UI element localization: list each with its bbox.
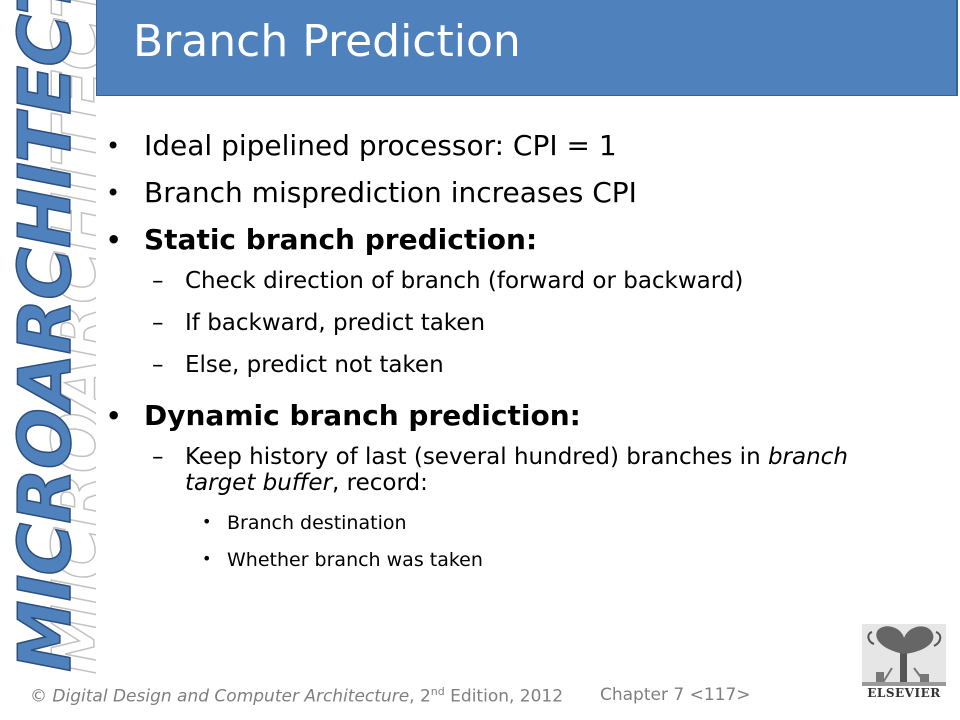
edition-suffix: nd: [430, 685, 445, 698]
bullet-text: Dynamic branch prediction:: [144, 399, 581, 432]
sub-bullet-item: – If backward, predict taken: [104, 310, 904, 336]
dash-icon: –: [152, 444, 164, 470]
sub-bullet-item: – Keep history of last (several hundred)…: [104, 444, 904, 496]
footer-citation: © Digital Design and Computer Architectu…: [30, 685, 563, 707]
dash-icon: –: [152, 268, 164, 294]
small-dot-icon: •: [202, 512, 212, 531]
copyright-symbol: ©: [30, 686, 47, 707]
book-title: Digital Design and Computer Architecture: [52, 686, 410, 707]
sub-bullet-text-b: , record:: [332, 470, 428, 496]
bullet-item: • Branch misprediction increases CPI: [104, 175, 904, 211]
sub-bullet-text: If backward, predict taken: [185, 310, 486, 336]
sub-sub-bullet-text: Whether branch was taken: [227, 549, 483, 571]
bullet-item-dynamic-prediction: • Dynamic branch prediction:: [104, 398, 904, 434]
sub-bullet-item: – Else, predict not taken: [104, 352, 904, 378]
small-dot-icon: •: [202, 549, 212, 568]
sub-bullet-text-a: Keep history of last (several hundred) b…: [185, 444, 761, 470]
edition-number: , 2: [409, 686, 431, 707]
dash-icon: –: [152, 310, 164, 336]
bullet-dot-icon: •: [106, 132, 121, 160]
sub-sub-bullet-item: • Branch destination: [104, 512, 904, 534]
sub-bullet-italic: branch target buffer: [185, 444, 848, 496]
bullet-item: • Ideal pipelined processor: CPI = 1: [104, 128, 904, 164]
sidebar-banner: MICROARCHITECTURE MICROARCHITECTURE: [0, 0, 96, 690]
bullet-item-static-prediction: • Static branch prediction:: [104, 222, 904, 258]
sub-bullet-text: Else, predict not taken: [185, 352, 444, 378]
sub-bullet-item: – Check direction of branch (forward or …: [104, 268, 904, 294]
sub-sub-bullet-text: Branch destination: [227, 512, 407, 534]
bullet-text: Static branch prediction:: [144, 223, 538, 256]
slide-title: Branch Prediction: [133, 16, 521, 67]
sub-bullet-text: Check direction of branch (forward or ba…: [185, 268, 744, 294]
dash-icon: –: [152, 352, 164, 378]
bullet-dot-icon: •: [106, 179, 121, 207]
slide-content: • Ideal pipelined processor: CPI = 1 • B…: [104, 128, 904, 586]
sidebar-word: MICROARCHITECTURE: [2, 0, 88, 673]
chapter-page-number: Chapter 7 <117>: [600, 685, 751, 705]
bullet-text: Ideal pipelined processor: CPI = 1: [144, 129, 617, 162]
title-bar: Branch Prediction: [96, 0, 958, 96]
bullet-text: Branch misprediction increases CPI: [144, 176, 637, 209]
edition-rest: Edition, 2012: [444, 686, 564, 707]
sub-sub-bullet-item: • Whether branch was taken: [104, 549, 904, 571]
bullet-dot-icon: •: [106, 402, 122, 430]
elsevier-logo-text: ELSEVIER: [867, 686, 941, 700]
bullet-dot-icon: •: [106, 226, 122, 254]
elsevier-tree-logo-icon: [862, 624, 946, 686]
